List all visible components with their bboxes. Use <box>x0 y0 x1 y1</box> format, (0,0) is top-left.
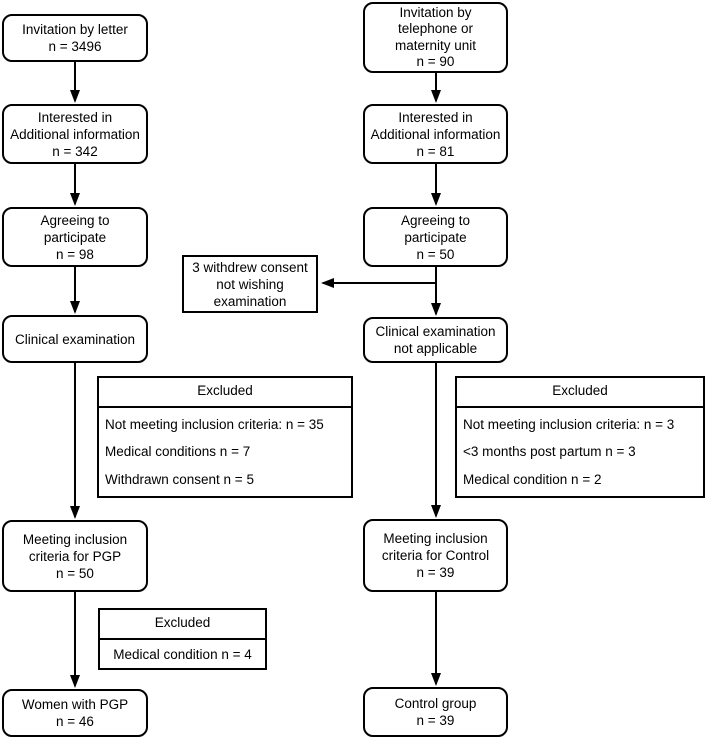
box-text: Clinical examination not applicable <box>375 324 496 356</box>
box-invitation-by-letter: Invitation by letter n = 3496 <box>2 14 148 62</box>
excluded-item: Not meeting inclusion criteria: n = 35 <box>105 417 324 433</box>
box-interested-letter-arm: Interested in Additional information n =… <box>2 104 148 164</box>
box-women-with-pgp: Women with PGP n = 46 <box>2 689 148 737</box>
box-text: Invitation by telephone or maternity uni… <box>394 4 477 70</box>
box-meeting-criteria-control: Meeting inclusion criteria for Control n… <box>363 519 508 592</box>
box-text: Women with PGP n = 46 <box>21 697 129 729</box>
excluded-items: Not meeting inclusion criteria: n = 3 <3… <box>457 408 703 496</box>
box-text: Interested in Additional information n =… <box>370 109 501 159</box>
excluded-item: Medical conditions n = 7 <box>105 444 251 460</box>
box-excluded-medical-condition: Excluded Medical condition n = 4 <box>98 608 267 670</box>
box-meeting-criteria-pgp: Meeting inclusion criteria for PGP n = 5… <box>2 520 148 592</box>
box-text: Invitation by letter n = 3496 <box>22 22 128 54</box>
box-clinical-examination: Clinical examination <box>2 315 148 363</box>
box-interested-telephone-arm: Interested in Additional information n =… <box>363 104 508 164</box>
box-agreeing-telephone-arm: Agreeing to participate n = 50 <box>363 207 508 267</box>
excluded-item: Medical condition n = 2 <box>463 471 602 487</box>
box-agreeing-letter-arm: Agreeing to participate n = 98 <box>2 207 148 267</box>
box-text: Agreeing to participate n = 98 <box>40 212 110 262</box>
box-text: 3 withdrew consent not wishing examinati… <box>192 259 308 309</box>
box-control-group: Control group n = 39 <box>363 687 508 737</box>
excluded-item: Not meeting inclusion criteria: n = 3 <box>463 417 675 433</box>
excluded-items: Medical condition n = 4 <box>100 640 265 668</box>
box-text: Control group n = 39 <box>394 696 477 728</box>
box-excluded-pgp-arm: Excluded Not meeting inclusion criteria:… <box>97 376 353 498</box>
excluded-header: Excluded <box>100 610 265 640</box>
box-withdrew-consent: 3 withdrew consent not wishing examinati… <box>182 255 318 313</box>
box-excluded-control-arm: Excluded Not meeting inclusion criteria:… <box>455 376 705 498</box>
box-text: Meeting inclusion criteria for PGP n = 5… <box>22 531 128 581</box>
excluded-items: Not meeting inclusion criteria: n = 35 M… <box>99 408 351 496</box>
excluded-item: <3 months post partum n = 3 <box>463 444 636 460</box>
excluded-item: Withdrawn consent n = 5 <box>105 471 254 487</box>
box-invitation-by-telephone: Invitation by telephone or maternity uni… <box>363 2 508 73</box>
box-clinical-examination-not-applicable: Clinical examination not applicable <box>363 317 508 363</box>
excluded-header: Excluded <box>99 378 351 408</box>
box-text: Agreeing to participate n = 50 <box>400 212 471 262</box>
box-text: Interested in Additional information n =… <box>10 109 140 159</box>
box-text: Meeting inclusion criteria for Control n… <box>381 531 490 580</box>
excluded-item: Medical condition n = 4 <box>113 646 252 662</box>
box-text: Clinical examination <box>14 331 136 347</box>
excluded-header: Excluded <box>457 378 703 408</box>
